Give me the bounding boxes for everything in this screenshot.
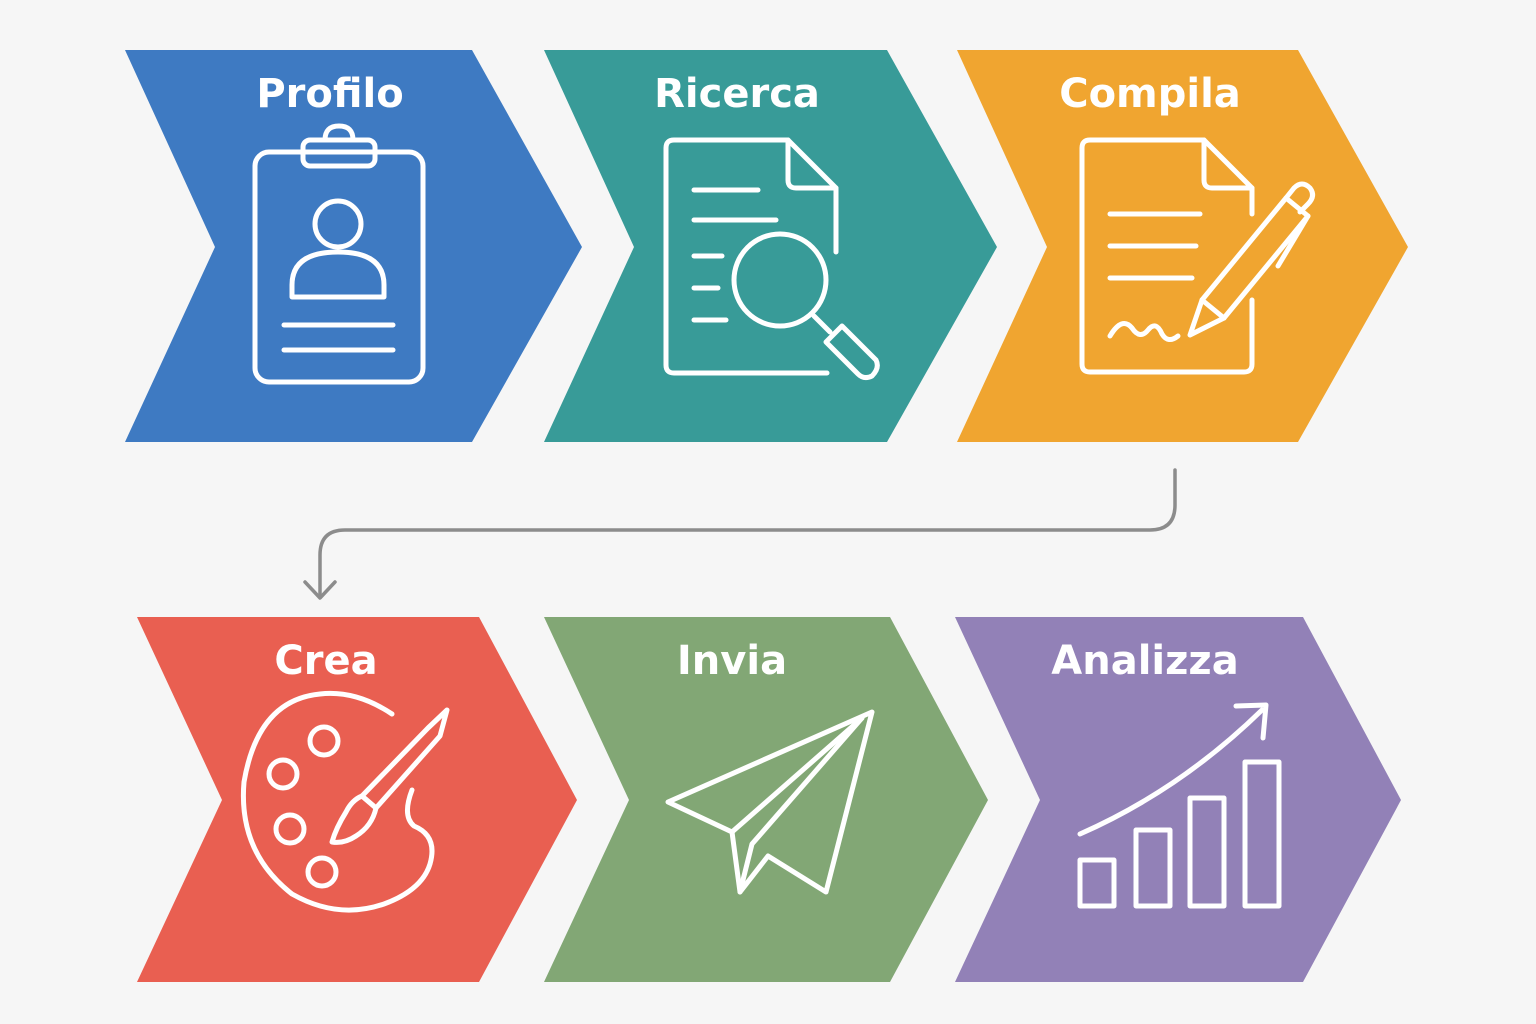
chevron-shape xyxy=(955,617,1401,982)
document-search-icon xyxy=(663,137,880,381)
connector-arrow-icon xyxy=(303,468,1177,600)
connector-arrowhead xyxy=(303,580,337,600)
document-pen-icon xyxy=(1079,137,1316,375)
connector-line xyxy=(318,468,1177,598)
chevron-shape xyxy=(125,50,582,442)
step-profilo: Profilo xyxy=(125,50,582,442)
step-label: Analizza xyxy=(1051,638,1238,684)
step-crea: Crea xyxy=(137,617,577,982)
chevron-shape xyxy=(544,50,997,442)
step-label: Profilo xyxy=(256,71,403,117)
step-invia: Invia xyxy=(544,617,988,982)
step-label: Compila xyxy=(1059,71,1241,117)
step-compila: Compila xyxy=(957,50,1408,442)
step-analizza: Analizza xyxy=(955,617,1401,982)
step-ricerca: Ricerca xyxy=(544,50,997,442)
clipboard-user-icon xyxy=(252,123,426,385)
paper-plane-icon xyxy=(665,709,875,895)
step-label: Ricerca xyxy=(654,71,820,117)
step-label: Invia xyxy=(677,638,787,684)
palette-brush-icon xyxy=(240,690,450,913)
step-label: Crea xyxy=(274,638,377,684)
growth-chart-icon xyxy=(1077,702,1282,909)
